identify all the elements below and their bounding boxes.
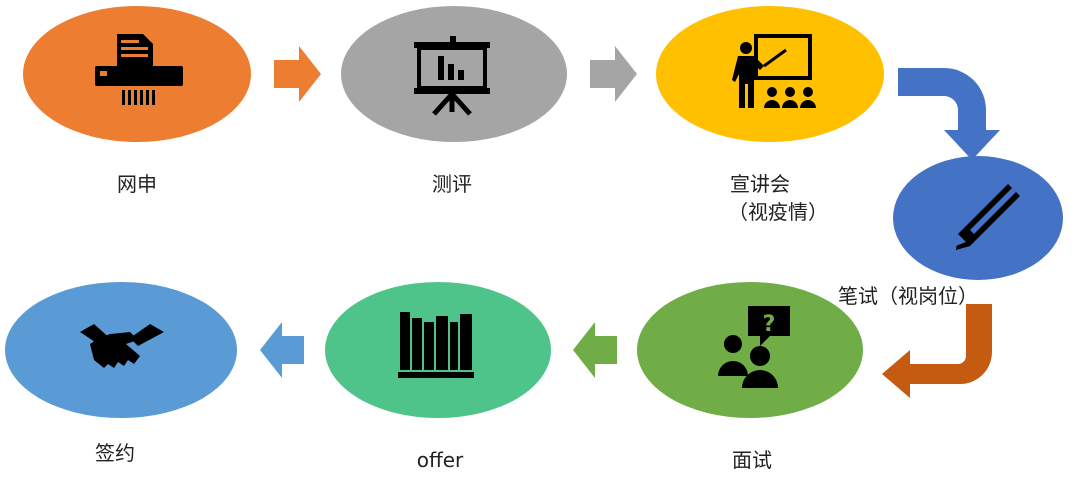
handshake-icon [80, 324, 164, 368]
arrow-online-to-assessment [274, 46, 321, 102]
books-icon [398, 312, 474, 378]
pencil-icon [956, 184, 1020, 250]
step-offer [325, 282, 551, 418]
step-label-assessment: 测评 [432, 172, 472, 196]
step-seminar [656, 6, 884, 142]
arrow-assessment-to-seminar [590, 46, 637, 102]
teacher-audience-icon [732, 34, 816, 108]
step-interview: ? [637, 282, 863, 418]
step-signing [5, 282, 237, 418]
step-interview-bubble [637, 282, 863, 418]
svg-text:?: ? [763, 312, 776, 337]
arrow-interview-to-offer [573, 322, 617, 378]
step-written-test [893, 156, 1063, 280]
step-label-signing: 签约 [95, 441, 135, 465]
step-online-application [23, 6, 251, 142]
interview-question-icon: ? [718, 306, 790, 388]
step-label-written-test: 笔试（视岗位） [838, 284, 978, 308]
shredder-icon [95, 34, 183, 105]
presentation-board-icon [414, 36, 490, 116]
step-label-seminar: 宣讲会 [730, 172, 790, 196]
arrow-seminar-to-written-test [898, 68, 1000, 160]
arrow-offer-to-signing [260, 322, 304, 378]
step-label-offer: offer [416, 448, 464, 472]
step-label-online-application: 网申 [117, 172, 157, 196]
arrow-written-test-to-interview [882, 304, 992, 398]
step-label-interview: 面试 [732, 448, 772, 472]
step-sublabel-seminar: （视疫情） [728, 200, 828, 224]
step-seminar-bubble [656, 6, 884, 142]
step-assessment [341, 6, 567, 142]
